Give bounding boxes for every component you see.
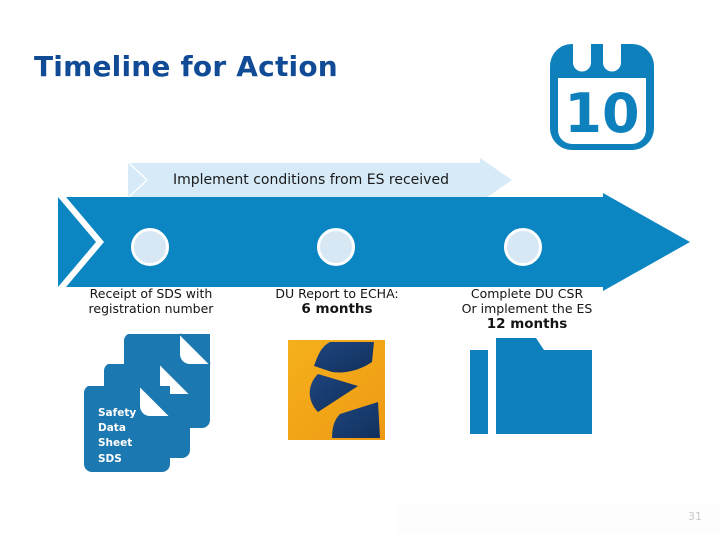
sds-line-1: Safety bbox=[98, 407, 137, 419]
banner-arrow-shape bbox=[128, 158, 512, 202]
timeline-arrow-shape bbox=[58, 193, 690, 291]
sds-line-4: SDS bbox=[98, 452, 122, 465]
documents-stack-icon bbox=[82, 332, 212, 480]
milestone-caption-2-line1: DU Report to ECHA: bbox=[275, 286, 399, 301]
banner-label: Implement conditions from ES received bbox=[173, 172, 449, 188]
calendar-icon: 10 bbox=[546, 22, 670, 154]
milestone-caption-2-line2: 6 months bbox=[301, 300, 373, 317]
folder-icon bbox=[466, 336, 601, 440]
calendar-day-number: 10 bbox=[564, 82, 639, 145]
milestone-caption-2: DU Report to ECHA: 6 months bbox=[252, 286, 422, 318]
milestone-dot-3 bbox=[504, 228, 542, 266]
milestone-caption-3-line2: Or implement the ES bbox=[461, 300, 593, 316]
milestone-caption-3-line3: 12 months bbox=[486, 315, 568, 332]
milestone-caption-1-line2: registration number bbox=[88, 300, 214, 316]
milestone-caption-3-line1: Complete DU CSR bbox=[470, 286, 584, 301]
sds-card-text: Safety Data Sheet SDS bbox=[98, 406, 170, 467]
milestone-caption-1-line1: Receipt of SDS with bbox=[89, 286, 213, 301]
sds-line-2: Data bbox=[98, 422, 126, 435]
milestone-caption-1: Receipt of SDS with registration number bbox=[66, 286, 236, 317]
echa-logo bbox=[288, 340, 385, 440]
milestone-dot-2 bbox=[317, 228, 355, 266]
page-title: Timeline for Action bbox=[34, 50, 338, 83]
sds-line-3: Sheet bbox=[98, 437, 133, 450]
milestone-caption-3: Complete DU CSR Or implement the ES 12 m… bbox=[437, 286, 617, 332]
footer-band bbox=[396, 504, 720, 534]
page-number: 31 bbox=[688, 510, 702, 523]
milestone-dot-1 bbox=[131, 228, 169, 266]
